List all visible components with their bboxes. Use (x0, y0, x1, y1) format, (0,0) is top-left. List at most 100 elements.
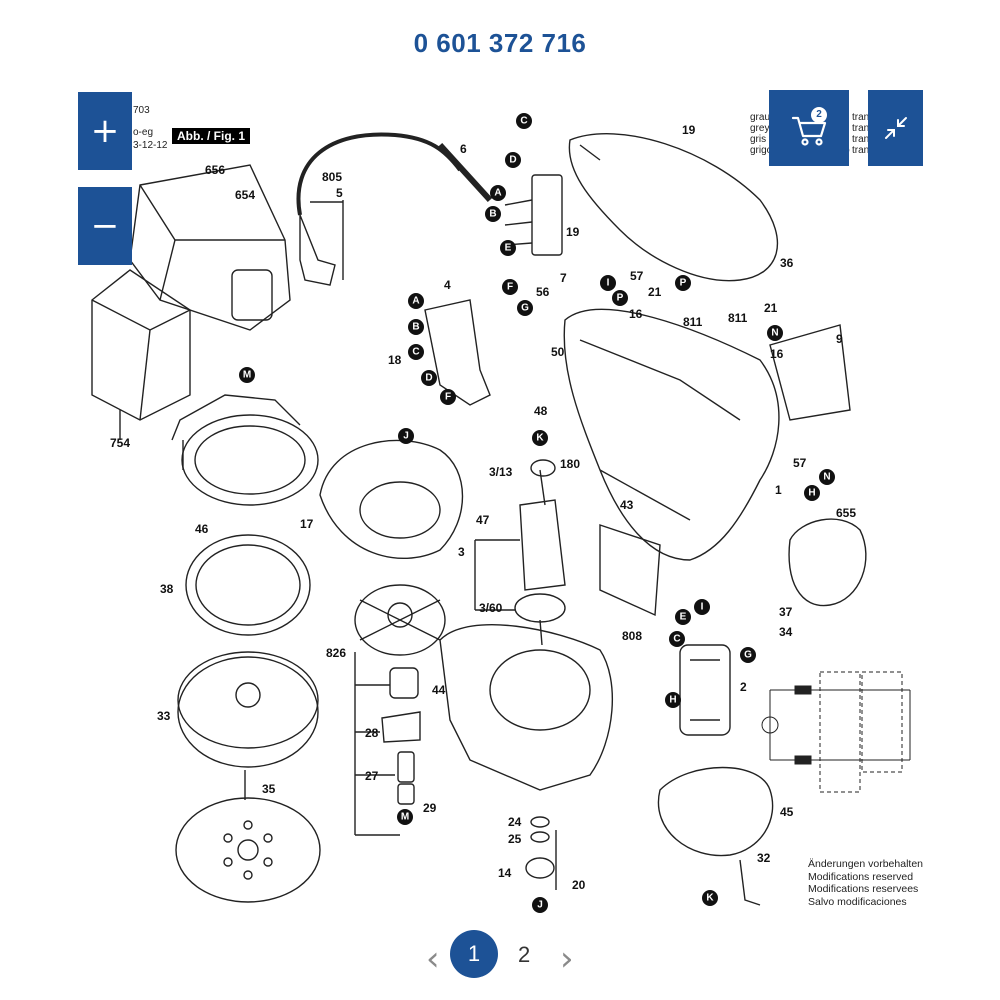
svg-text:F: F (507, 282, 513, 293)
page-1-button[interactable]: 1 (450, 930, 498, 978)
part-label-48: 48 (534, 404, 548, 418)
dust-ring (181, 414, 319, 506)
legend-text: grigo (750, 145, 773, 156)
part-label-808: 808 (622, 629, 642, 643)
connector-part (788, 518, 867, 607)
part-label-4: 4 (444, 278, 451, 292)
marker-b2: B (408, 319, 424, 335)
part-label-32: 32 (757, 851, 771, 865)
switch (531, 174, 563, 256)
part-label-38: 38 (160, 582, 174, 596)
part-label-3-13: 3/13 (489, 465, 513, 479)
svg-text:J: J (537, 900, 543, 911)
marker-a2: A (408, 293, 424, 309)
part-label-21b: 21 (764, 301, 778, 315)
part-label-826: 826 (326, 646, 346, 660)
svg-text:H: H (808, 488, 815, 499)
part-label-16b: 16 (770, 347, 784, 361)
svg-text:K: K (536, 433, 544, 444)
marker-b1: B (485, 206, 501, 222)
prev-page-icon[interactable]: ‹ (426, 939, 440, 979)
svg-text:B: B (489, 209, 496, 220)
part-label-25: 25 (508, 832, 522, 846)
marker-h2: H (665, 692, 681, 708)
marker-n1: N (767, 325, 783, 341)
legend-text: gris (750, 134, 767, 145)
part-number-labels: 656 654 805 5 6 754 46 17 38 33 35 47 82… (110, 123, 856, 892)
brush-plate (657, 766, 774, 857)
svg-text:E: E (505, 243, 512, 254)
cart-count-badge: 2 (811, 107, 827, 123)
part-label-50: 50 (551, 345, 565, 359)
svg-text:I: I (607, 278, 610, 289)
marker-p1: P (612, 290, 628, 306)
corner-text-3: 3-12-12 (133, 140, 168, 151)
connection-markers: C D A B E F G A B C D F M J K I P P N N … (239, 113, 835, 913)
part-label-754: 754 (110, 436, 130, 450)
part-label-656: 656 (205, 163, 225, 177)
armature (519, 499, 566, 591)
part-label-24: 24 (508, 815, 522, 829)
legend-text: tran (852, 123, 870, 134)
part-label-3: 3 (458, 545, 465, 559)
part-label-811a: 811 (683, 315, 703, 329)
handle-plate (424, 299, 491, 406)
part-label-655: 655 (836, 506, 856, 520)
marker-h1: H (804, 485, 820, 501)
bearing (389, 667, 419, 699)
part-label-34: 34 (779, 625, 793, 639)
collapse-button[interactable] (868, 90, 923, 166)
part-label-654: 654 (235, 188, 255, 202)
legend-text: grau (750, 112, 771, 123)
marker-i2: I (694, 599, 710, 615)
svg-text:G: G (521, 303, 529, 314)
svg-text:P: P (680, 278, 687, 289)
lower-housing (439, 624, 614, 791)
fan-guard (319, 439, 464, 560)
sanding-pad (177, 656, 319, 768)
corner-text-1: 703 (133, 105, 150, 116)
part-label-7: 7 (560, 271, 567, 285)
marker-j2: J (532, 897, 548, 913)
marker-k1: K (532, 430, 548, 446)
svg-text:F: F (445, 392, 451, 403)
part-label-28: 28 (365, 726, 379, 740)
svg-text:K: K (706, 893, 714, 904)
dust-box (129, 164, 291, 331)
minus-icon: − (90, 206, 120, 246)
part-label-6: 6 (460, 142, 467, 156)
part-label-57b: 57 (793, 456, 807, 470)
part-label-20: 20 (572, 878, 586, 892)
fan (354, 584, 446, 656)
wiring-schematic (761, 671, 911, 793)
top-cover (568, 133, 779, 282)
zoom-out-button[interactable]: − (78, 187, 132, 265)
page-2-button[interactable]: 2 (518, 942, 531, 967)
part-label-5: 5 (336, 186, 343, 200)
part-label-180: 180 (560, 457, 580, 471)
marker-d2: D (421, 370, 437, 386)
part-label-57a: 57 (630, 269, 644, 283)
part-label-811b: 811 (728, 311, 748, 325)
marker-p2: P (675, 275, 691, 291)
part-label-27: 27 (365, 769, 379, 783)
next-page-icon[interactable]: › (560, 939, 574, 979)
part-label-37: 37 (779, 605, 793, 619)
marker-m2: M (397, 809, 413, 825)
part-label-19b: 19 (682, 123, 696, 137)
zoom-in-button[interactable]: + (78, 92, 132, 170)
part-label-45: 45 (780, 805, 794, 819)
part-label-805: 805 (322, 170, 342, 184)
marker-j1: J (398, 428, 414, 444)
svg-text:N: N (823, 472, 830, 483)
main-housing (563, 308, 780, 561)
svg-text:N: N (771, 328, 778, 339)
marker-a1: A (490, 185, 506, 201)
cart-button[interactable]: 2 (769, 90, 849, 166)
marker-e2: E (675, 609, 691, 625)
marker-f1: F (502, 279, 518, 295)
part-label-9: 9 (836, 332, 843, 346)
svg-text:M: M (401, 812, 409, 823)
part-label-19a: 19 (566, 225, 580, 239)
